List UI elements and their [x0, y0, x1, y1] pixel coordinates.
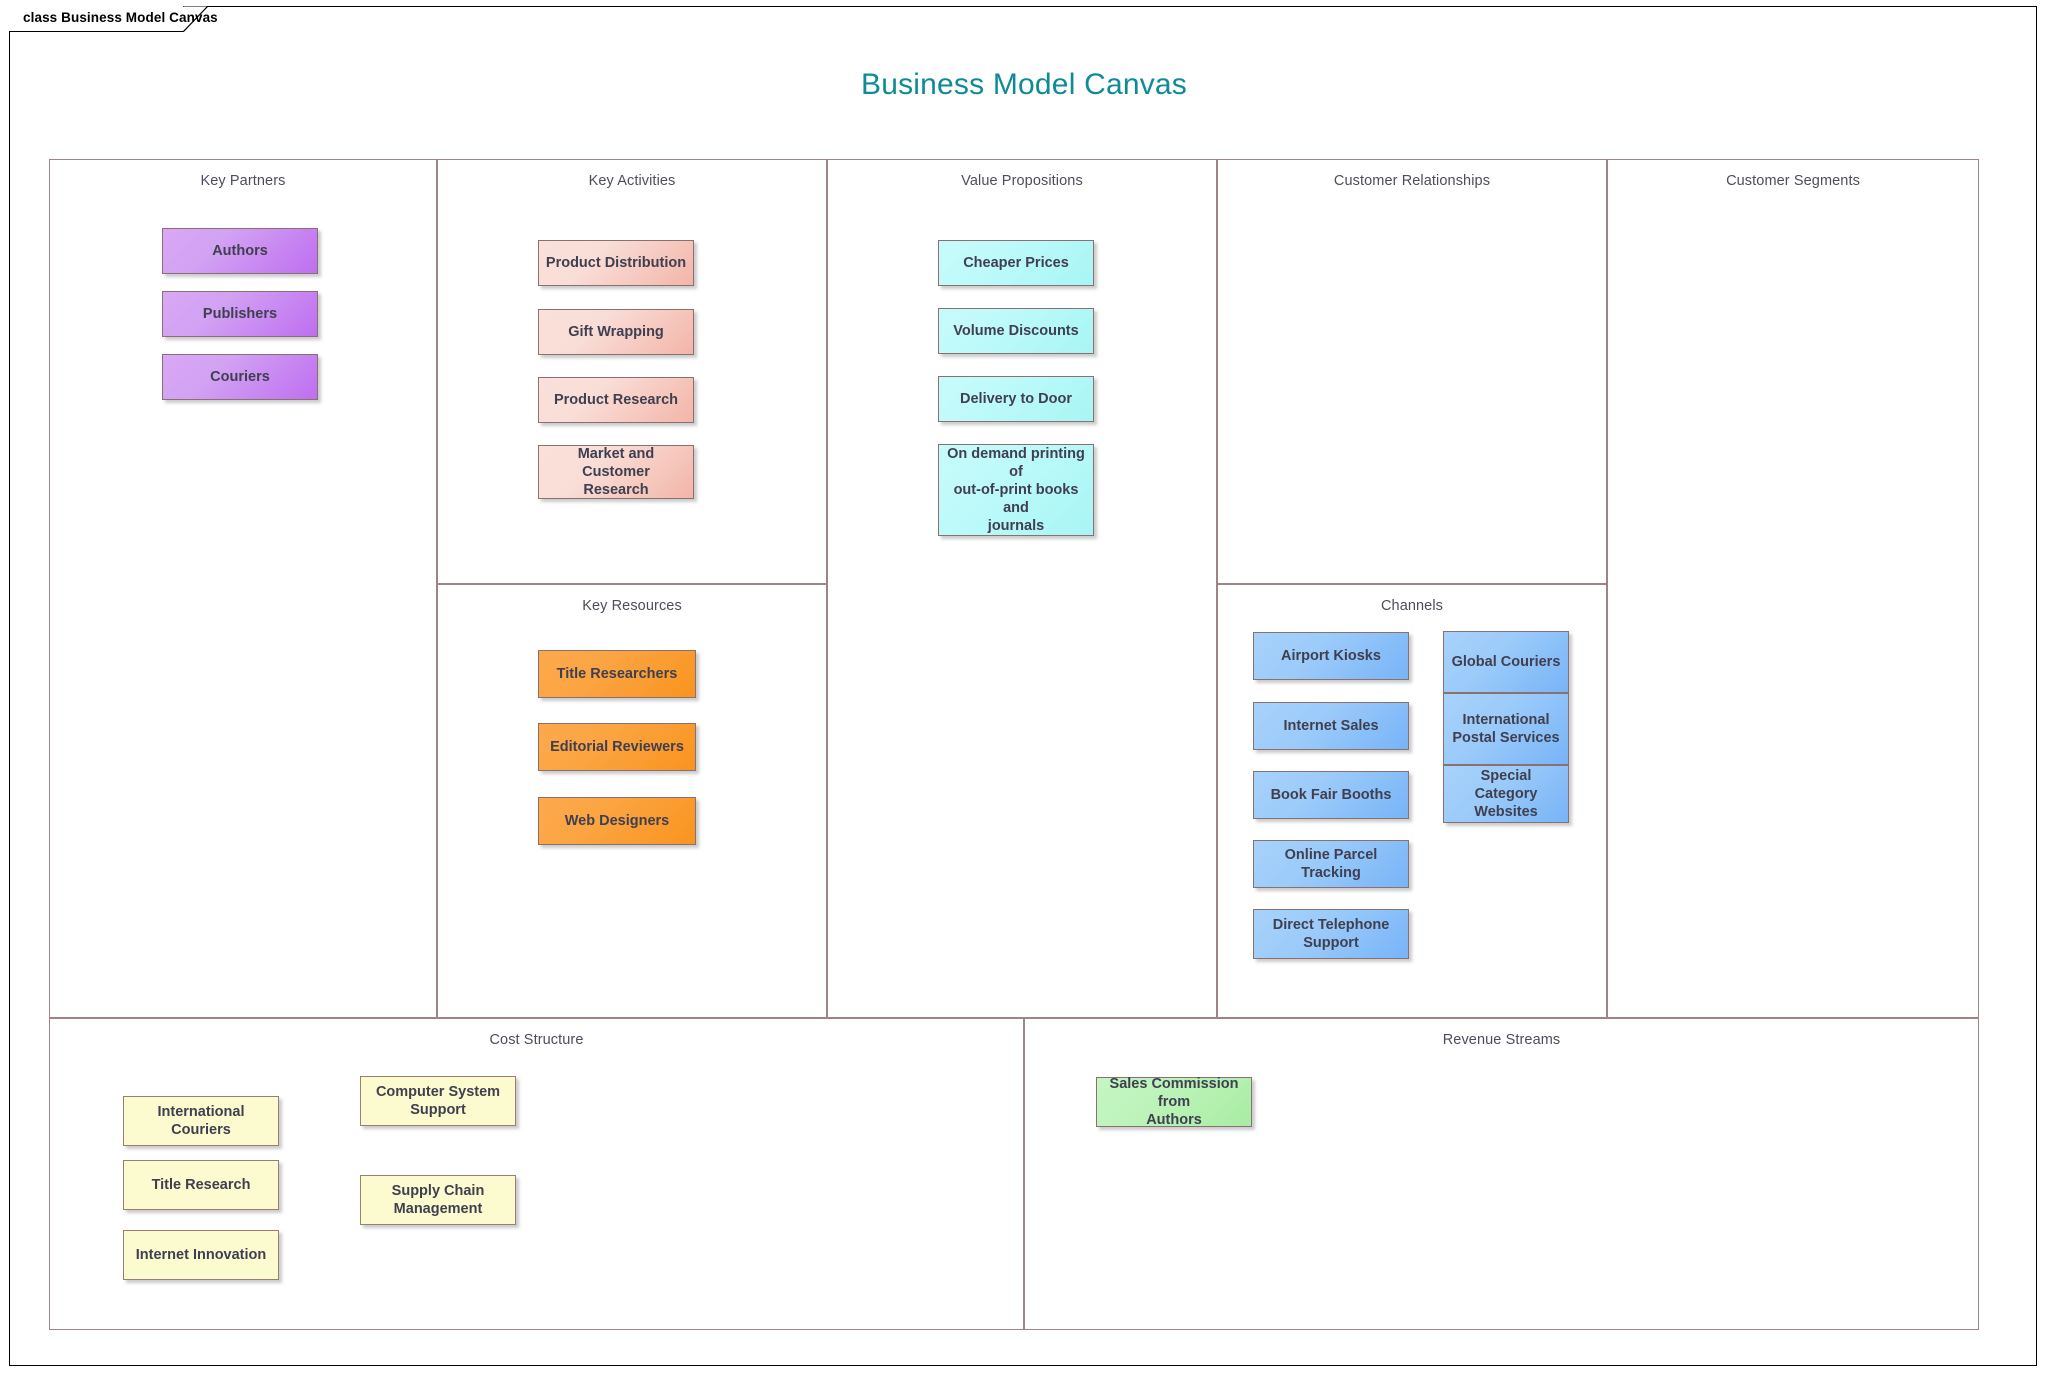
- node-book-fair-booths[interactable]: Book Fair Booths: [1253, 771, 1409, 819]
- node-supply-chain-management[interactable]: Supply Chain Management: [360, 1175, 516, 1225]
- node-authors[interactable]: Authors: [162, 228, 318, 274]
- section-revenue-streams: Revenue Streams: [1024, 1018, 1979, 1330]
- node-volume-discounts[interactable]: Volume Discounts: [938, 308, 1094, 354]
- node-on-demand-printing[interactable]: On demand printing of out-of-print books…: [938, 444, 1094, 536]
- section-title-channels: Channels: [1380, 598, 1444, 614]
- node-couriers[interactable]: Couriers: [162, 354, 318, 400]
- diagram-frame-border: [9, 6, 2037, 1366]
- node-direct-telephone-support[interactable]: Direct Telephone Support: [1253, 909, 1409, 959]
- section-title-key-activities: Key Activities: [588, 173, 676, 189]
- section-title-key-partners: Key Partners: [200, 173, 286, 189]
- node-title-researchers[interactable]: Title Researchers: [538, 650, 696, 698]
- node-product-research[interactable]: Product Research: [538, 377, 694, 423]
- section-key-partners: Key Partners: [49, 159, 437, 1018]
- page-title: Business Model Canvas: [860, 68, 1188, 101]
- node-internet-sales[interactable]: Internet Sales: [1253, 702, 1409, 750]
- node-gift-wrapping[interactable]: Gift Wrapping: [538, 309, 694, 355]
- node-delivery-to-door[interactable]: Delivery to Door: [938, 376, 1094, 422]
- section-title-value-propositions: Value Propositions: [961, 173, 1083, 189]
- node-sales-commission-from-authors[interactable]: Sales Commission from Authors: [1096, 1076, 1252, 1128]
- node-airport-kiosks[interactable]: Airport Kiosks: [1253, 632, 1409, 680]
- frame-tab-body: [9, 6, 183, 32]
- node-editorial-reviewers[interactable]: Editorial Reviewers: [538, 723, 696, 771]
- node-cheaper-prices[interactable]: Cheaper Prices: [938, 240, 1094, 286]
- section-title-customer-segments: Customer Segments: [1726, 173, 1860, 189]
- node-international-postal-services[interactable]: International Postal Services: [1443, 693, 1569, 765]
- section-title-revenue-streams: Revenue Streams: [1442, 1032, 1561, 1048]
- section-key-activities: Key Activities: [437, 159, 827, 584]
- section-customer-relationships: Customer Relationships: [1217, 159, 1607, 584]
- section-title-cost-structure: Cost Structure: [489, 1032, 584, 1048]
- node-international-couriers[interactable]: International Couriers: [123, 1096, 279, 1146]
- section-title-customer-relationships: Customer Relationships: [1333, 173, 1491, 189]
- node-product-distribution[interactable]: Product Distribution: [538, 240, 694, 286]
- node-market-and-customer-research[interactable]: Market and Customer Research: [538, 445, 694, 499]
- section-customer-segments: Customer Segments: [1607, 159, 1979, 1018]
- node-web-designers[interactable]: Web Designers: [538, 797, 696, 845]
- node-online-parcel-tracking[interactable]: Online Parcel Tracking: [1253, 840, 1409, 888]
- frame-tab-angle-icon: [183, 6, 209, 32]
- node-internet-innovation[interactable]: Internet Innovation: [123, 1230, 279, 1280]
- frame-tab-label: class Business Model Canvas: [23, 10, 218, 25]
- section-value-propositions: Value Propositions: [827, 159, 1217, 1018]
- node-computer-system-support[interactable]: Computer System Support: [360, 1076, 516, 1126]
- section-title-key-resources: Key Resources: [582, 598, 682, 614]
- node-special-category-websites[interactable]: Special Category Websites: [1443, 765, 1569, 823]
- node-title-research[interactable]: Title Research: [123, 1160, 279, 1210]
- node-publishers[interactable]: Publishers: [162, 291, 318, 337]
- node-global-couriers[interactable]: Global Couriers: [1443, 631, 1569, 693]
